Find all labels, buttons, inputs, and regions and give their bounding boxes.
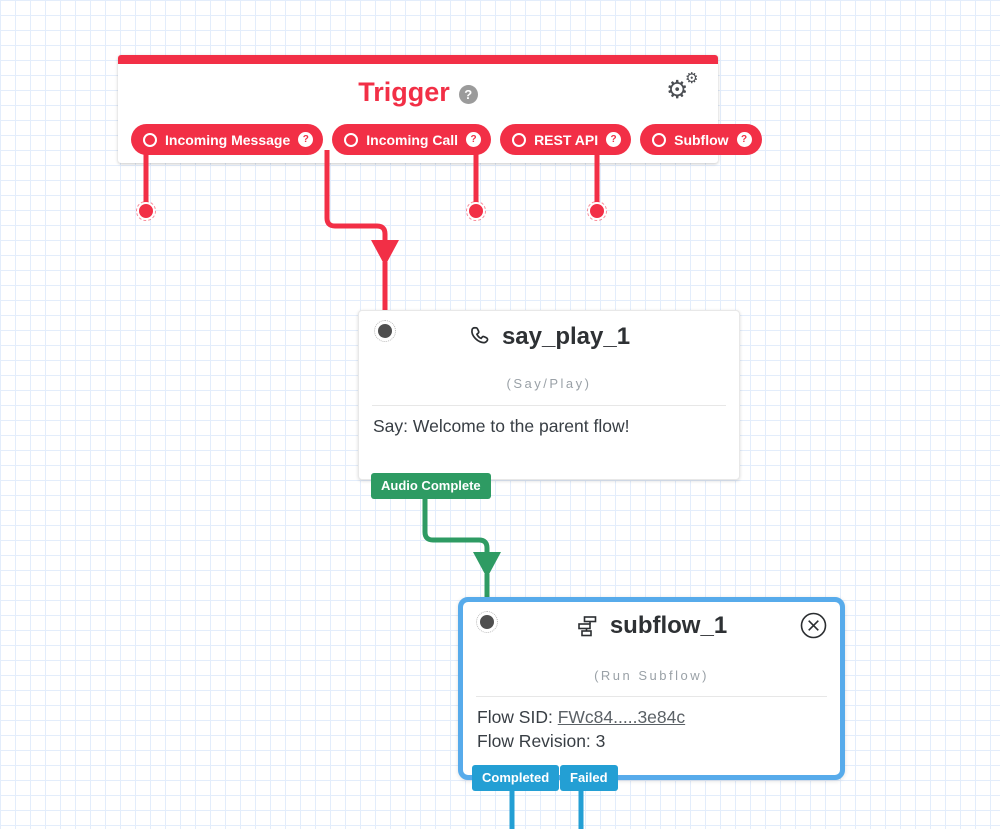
- port-circle-icon: [344, 132, 359, 147]
- widget-subflow-1[interactable]: subflow_1 (Run Subflow) Flow SID: FWc84.…: [458, 597, 845, 791]
- trigger-accent-bar: [118, 55, 718, 64]
- help-icon[interactable]: ?: [298, 132, 314, 147]
- trigger-pill-incoming-message[interactable]: Incoming Message ?: [131, 124, 324, 155]
- widget-type-label: (Run Subflow): [594, 668, 709, 683]
- help-icon[interactable]: ?: [736, 132, 752, 147]
- flow-revision-row: Flow Revision: 3: [477, 731, 606, 751]
- flow-sid-label: Flow SID:: [477, 707, 558, 727]
- subflow-icon: [578, 616, 597, 637]
- help-icon[interactable]: ?: [466, 132, 482, 147]
- trigger-widget[interactable]: Trigger ? ⚙ ⚙ Incoming Message ? Incomin…: [118, 55, 762, 163]
- transition-audio-complete[interactable]: Audio Complete: [371, 473, 491, 499]
- divider: [476, 696, 827, 697]
- trigger-settings-gears-icon[interactable]: ⚙ ⚙: [666, 70, 699, 104]
- trigger-pill-rest-api[interactable]: REST API ?: [500, 124, 632, 155]
- trigger-pill-subflow[interactable]: Subflow ?: [640, 124, 762, 155]
- delete-widget-icon[interactable]: [800, 612, 827, 639]
- transition-completed[interactable]: Completed: [472, 765, 560, 791]
- divider: [372, 405, 726, 406]
- widget-say-play-1[interactable]: say_play_1 (Say/Play) Say: Welcome to th…: [358, 310, 740, 499]
- trigger-pill-row: Incoming Message ? Incoming Call ? REST …: [131, 124, 762, 155]
- trigger-endpoint-incoming-message[interactable]: [136, 201, 156, 221]
- trigger-endpoint-subflow[interactable]: [587, 201, 607, 221]
- subflow-info: Flow SID: FWc84.....3e84c Flow Revision:…: [477, 705, 685, 753]
- trigger-pill-incoming-call[interactable]: Incoming Call ?: [332, 124, 492, 155]
- port-circle-icon: [512, 132, 527, 147]
- widget-type-label: (Say/Play): [506, 376, 592, 391]
- help-icon[interactable]: ?: [606, 132, 622, 147]
- trigger-endpoint-rest-api[interactable]: [466, 201, 486, 221]
- widget-title: subflow_1: [609, 612, 728, 639]
- say-text: Say: Welcome to the parent flow!: [373, 416, 630, 436]
- port-circle-icon: [652, 132, 667, 147]
- trigger-title: Trigger: [358, 77, 450, 107]
- input-port-dot[interactable]: [476, 611, 498, 633]
- flow-sid-row: Flow SID: FWc84.....3e84c: [477, 705, 685, 729]
- port-circle-icon: [143, 132, 157, 147]
- trigger-help-icon[interactable]: ?: [458, 85, 478, 104]
- widget-title: say_play_1: [501, 323, 631, 350]
- phone-icon: [471, 326, 489, 344]
- flow-sid-link[interactable]: FWc84.....3e84c: [557, 707, 686, 727]
- transition-failed[interactable]: Failed: [560, 765, 618, 791]
